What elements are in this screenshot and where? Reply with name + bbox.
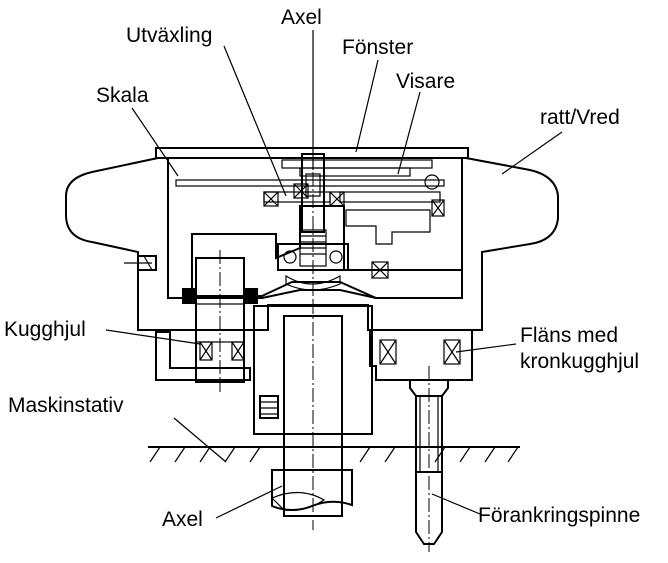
label-axel-top: Axel (281, 6, 322, 29)
leader-lines (105, 30, 563, 519)
pinion-gear (182, 250, 258, 392)
label-axel-bottom: Axel (162, 508, 203, 531)
label-forankringspinne: Förankringspinne (478, 504, 640, 527)
side-screw (124, 255, 157, 271)
label-maskinstativ: Maskinstativ (8, 394, 124, 417)
bottom-axle (270, 300, 353, 530)
gear-train (263, 191, 445, 279)
label-ratt-vred: ratt/Vred (540, 106, 620, 129)
label-utvaxling: Utväxling (126, 24, 212, 47)
scale-plate (175, 179, 445, 187)
label-flans-line1: Fläns med (520, 324, 618, 347)
small-gears (263, 174, 440, 207)
pointer (281, 159, 433, 169)
label-skala: Skala (96, 84, 149, 107)
label-flans-line2: kronkugghjul (520, 350, 639, 373)
anchor-pin (409, 366, 449, 552)
labels: Axel Utväxling Fönster Visare Skala ratt… (4, 6, 640, 531)
label-visare: Visare (396, 70, 455, 93)
flange-crown-gear (155, 329, 473, 381)
machine-stand (148, 446, 520, 463)
label-fonster: Fönster (342, 36, 413, 59)
label-kugghjul: Kugghjul (4, 318, 86, 341)
central-hub (191, 205, 463, 299)
window-glass (155, 147, 469, 159)
